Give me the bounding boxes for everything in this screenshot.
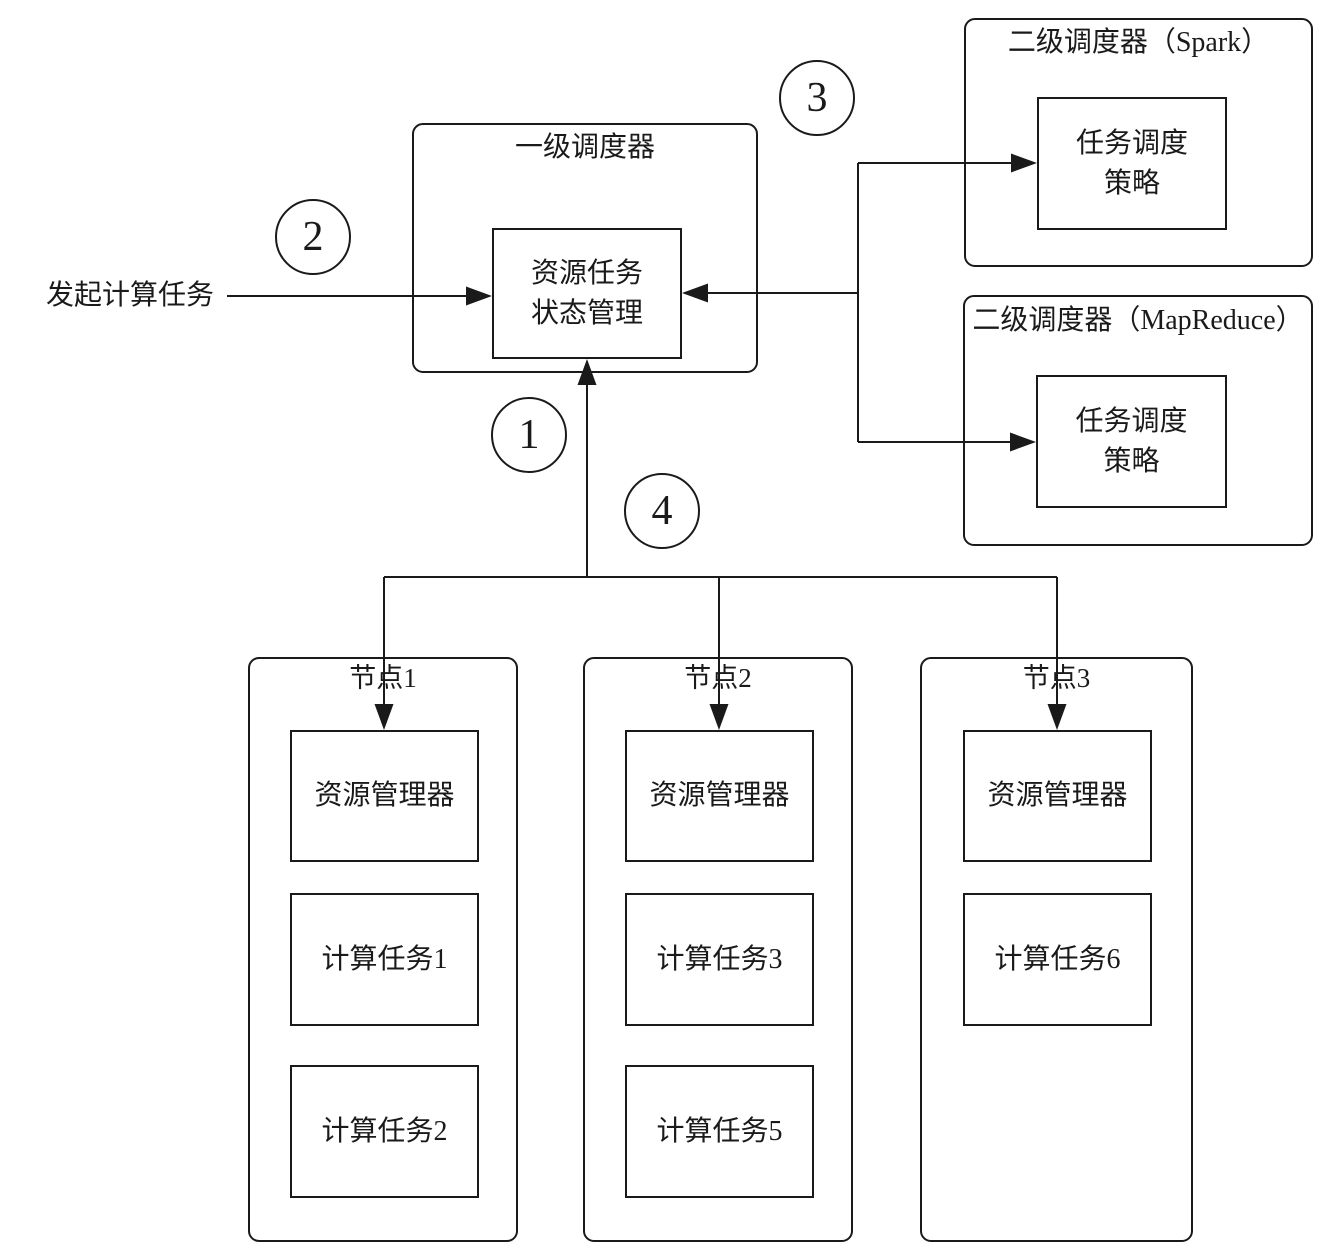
step-badge-1-number: 1 <box>518 412 540 458</box>
node3-task1-box: 计算任务6 <box>963 893 1152 1026</box>
arrowhead-into-node3 <box>1047 704 1067 730</box>
node3-task1-label: 计算任务6 <box>994 943 1121 975</box>
arrow-bracket-secondary <box>708 162 1011 443</box>
node3-resource-manager-box: 资源管理器 <box>963 730 1152 862</box>
node3-box <box>920 657 1193 1242</box>
step-badge-3-number: 3 <box>806 75 828 121</box>
node2-task1-label: 计算任务3 <box>656 943 783 975</box>
node2-task2-box: 计算任务5 <box>625 1065 814 1198</box>
spark-policy-box: 任务调度 策略 <box>1037 97 1227 230</box>
step-badge-4-number: 4 <box>651 488 673 534</box>
step-badge-2-number: 2 <box>302 214 324 260</box>
spark-scheduler-box <box>964 18 1313 267</box>
node3-resource-manager-label: 资源管理器 <box>987 780 1128 811</box>
state-management-line2: 状态管理 <box>530 297 643 329</box>
mapreduce-scheduler-box <box>963 295 1313 546</box>
primary-scheduler-box <box>412 123 758 373</box>
state-management-line1: 资源任务 <box>530 257 643 289</box>
node1-resource-manager-label: 资源管理器 <box>314 780 455 811</box>
node2-box <box>583 657 853 1242</box>
node2-resource-manager-label: 资源管理器 <box>649 780 790 811</box>
node1-task2-label: 计算任务2 <box>321 1115 448 1147</box>
node2-title: 节点2 <box>684 663 752 693</box>
mapreduce-policy-line2: 策略 <box>1103 445 1160 477</box>
source-task-label: 发起计算任务 <box>46 280 215 311</box>
arrowhead-into-spark <box>1011 153 1037 173</box>
step-badge-4: 4 <box>624 473 700 549</box>
arrowhead-into-state-right <box>682 283 708 303</box>
arrowhead-into-node2 <box>709 704 729 730</box>
mapreduce-policy-box: 任务调度 策略 <box>1036 375 1227 508</box>
node1-title: 节点1 <box>349 663 417 693</box>
primary-scheduler-title: 一级调度器 <box>514 132 655 163</box>
arrowhead-into-state-left <box>466 286 492 306</box>
node2-task2-label: 计算任务5 <box>656 1115 783 1147</box>
state-management-box: 资源任务 状态管理 <box>492 228 682 359</box>
arrowhead-into-node1 <box>374 704 394 730</box>
node3-title: 节点3 <box>1022 663 1091 693</box>
node1-resource-manager-box: 资源管理器 <box>290 730 479 862</box>
mapreduce-policy-line1: 任务调度 <box>1075 405 1188 437</box>
arrowhead-into-mapreduce <box>1010 432 1036 452</box>
node2-task1-box: 计算任务3 <box>625 893 814 1026</box>
spark-scheduler-title: 二级调度器（Spark） <box>1007 27 1270 58</box>
step-badge-3: 3 <box>779 60 855 136</box>
spark-policy-line2: 策略 <box>1103 167 1160 199</box>
step-badge-2: 2 <box>275 199 351 275</box>
node1-box <box>248 657 518 1242</box>
arrow-distribution-to-nodes <box>383 576 1058 704</box>
node1-task1-box: 计算任务1 <box>290 893 479 1026</box>
mapreduce-scheduler-title: 二级调度器（MapReduce） <box>972 305 1304 336</box>
step-badge-1: 1 <box>491 397 567 473</box>
node1-task1-label: 计算任务1 <box>321 943 448 975</box>
node1-task2-box: 计算任务2 <box>290 1065 479 1198</box>
spark-policy-line1: 任务调度 <box>1075 127 1188 159</box>
node2-resource-manager-box: 资源管理器 <box>625 730 814 862</box>
